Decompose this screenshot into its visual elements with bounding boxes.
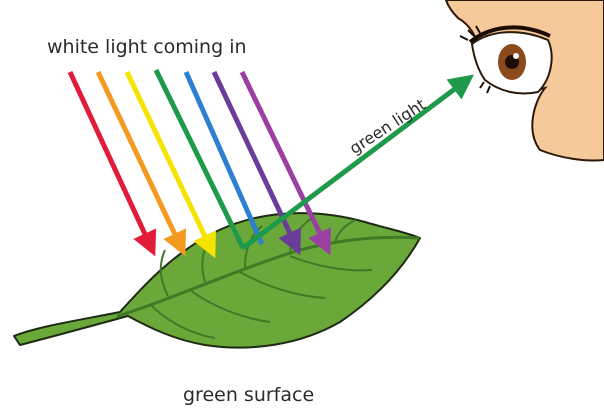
reflected-green-ray — [241, 74, 474, 250]
ray-indigo — [211, 70, 301, 256]
incoming-light-label: white light coming in — [47, 36, 247, 58]
ray-violet — [239, 70, 331, 256]
incoming-rays — [67, 68, 331, 259]
ray-yellow — [124, 70, 216, 259]
ray-orange — [95, 70, 186, 257]
leaf-icon — [13, 212, 421, 349]
eye-icon — [444, 0, 604, 162]
ray-blue — [183, 70, 265, 246]
ray-red — [67, 70, 157, 257]
surface-label: green surface — [183, 384, 315, 406]
ray-green-incoming — [153, 68, 246, 250]
